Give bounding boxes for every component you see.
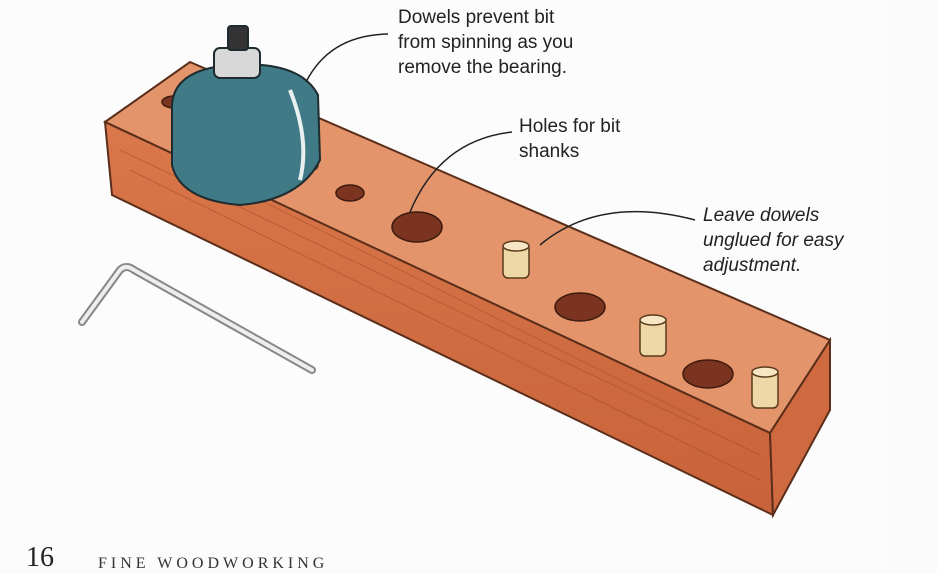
callout-line: Leave dowels	[703, 205, 820, 226]
page-number: 16	[26, 542, 54, 573]
leader-lines	[305, 33, 696, 246]
router-bit	[170, 25, 322, 207]
callout-leave-dowels: Leave dowels unglued for easy adjustment…	[703, 203, 844, 278]
callout-line: unglued for easy	[703, 230, 844, 251]
callout-dowels: Dowels prevent bit from spinning as you …	[398, 5, 573, 80]
callout-line: from spinning as you	[398, 32, 574, 53]
callout-line: Dowels prevent bit	[398, 7, 555, 28]
callout-line: remove the bearing.	[398, 57, 567, 78]
allen-wrench	[78, 263, 316, 374]
block-end-face	[768, 336, 831, 519]
magazine-name: FINE WOODWORKING	[98, 555, 329, 572]
callout-holes: Holes for bit shanks	[519, 114, 620, 164]
callout-line: adjustment.	[703, 255, 802, 276]
callout-line: shanks	[519, 141, 580, 162]
callout-line: Holes for bit	[519, 116, 621, 137]
